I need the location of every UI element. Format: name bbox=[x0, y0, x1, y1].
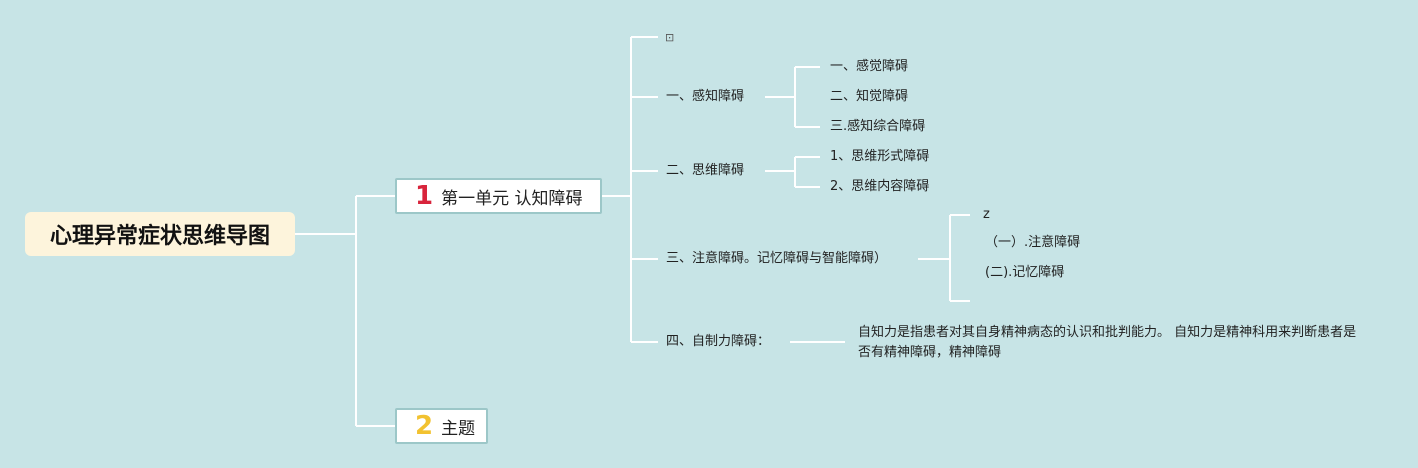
leaf-thought-content[interactable]: 2、思维内容障碍 bbox=[830, 179, 930, 194]
leaf-memory-disorder[interactable]: (二).记忆障碍 bbox=[985, 265, 1065, 280]
subtopic-insight[interactable]: 四、自制力障碍： bbox=[666, 334, 771, 349]
insight-note[interactable]: 自知力是指患者对其自身精神病态的认识和批判能力。 自知力是精神科用来判断患者是否… bbox=[858, 325, 1357, 360]
leaf-perceptual-synthesis[interactable]: 三.感知综合障碍 bbox=[830, 119, 926, 134]
topic-label: 主题 bbox=[441, 418, 476, 439]
topic-1[interactable]: 1 第一单元 认知障碍 bbox=[395, 178, 602, 214]
topic-number-1: 1 bbox=[415, 181, 434, 211]
subtopic-attention[interactable]: 三、注意障碍。记忆障碍与智能障碍） bbox=[666, 251, 888, 266]
topic-2[interactable]: 2 主题 bbox=[395, 408, 488, 444]
leaf-attention-disorder[interactable]: （一）.注意障碍 bbox=[985, 235, 1081, 250]
subtopic-perception[interactable]: 一、感知障碍 bbox=[666, 89, 745, 104]
topic-number-2: 2 bbox=[415, 411, 434, 441]
empty-placeholder-icon[interactable]: ⊡ bbox=[665, 31, 675, 44]
root-topic[interactable]: 心理异常症状思维导图 bbox=[25, 212, 295, 256]
topic-label: 第一单元 认知障碍 bbox=[441, 188, 583, 209]
leaf-perception[interactable]: 二、知觉障碍 bbox=[830, 89, 909, 104]
leaf-z[interactable]: z bbox=[983, 207, 990, 222]
subtopic-thinking[interactable]: 二、思维障碍 bbox=[666, 163, 745, 178]
leaf-thought-form[interactable]: 1、思维形式障碍 bbox=[830, 149, 930, 164]
leaf-sensation[interactable]: 一、感觉障碍 bbox=[830, 59, 909, 74]
root-topic-label: 心理异常症状思维导图 bbox=[49, 224, 270, 249]
